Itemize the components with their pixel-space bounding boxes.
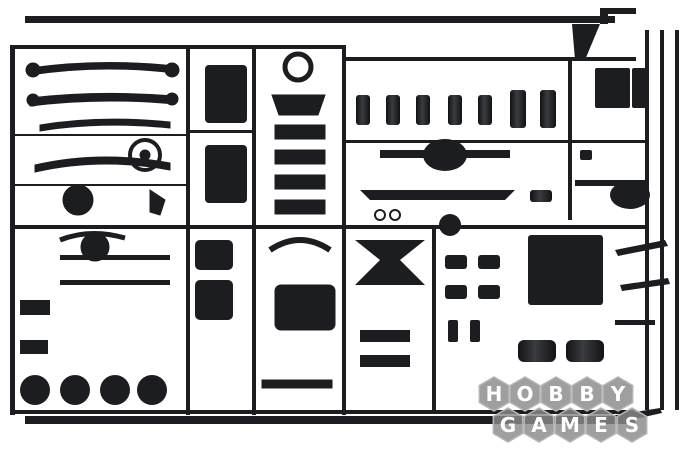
watermark-letter: A — [531, 413, 547, 437]
sprue-frame — [10, 8, 679, 424]
battery-box-parts — [575, 68, 650, 209]
watermark-letter: B — [579, 382, 594, 406]
watermark-letter: M — [560, 413, 580, 437]
fuel-tank-parts — [190, 65, 252, 320]
watermark-letter: E — [594, 413, 608, 437]
watermark-games-letter-5: S — [616, 407, 648, 443]
watermark-hex-shape — [509, 376, 541, 412]
watermark-letter: G — [500, 413, 516, 437]
watermark-hex-shape — [492, 407, 524, 443]
watermark-games-letter-2: A — [523, 407, 555, 443]
watermark-hex-shape — [602, 376, 634, 412]
watermark-hex-shape — [616, 407, 648, 443]
watermark-hobby-letter-2: O — [509, 376, 541, 412]
watermark-letter: O — [516, 382, 533, 406]
watermark-hex-shape — [540, 376, 572, 412]
watermark-games-letter-1: G — [492, 407, 524, 443]
watermark-hex-shape — [571, 376, 603, 412]
watermark-hobby-letter-4: B — [571, 376, 603, 412]
watermark-hex-shape — [554, 407, 586, 443]
watermark-letter: S — [625, 413, 639, 437]
watermark-letter: B — [548, 382, 563, 406]
watermark-games-letter-4: E — [585, 407, 617, 443]
wheel-hub-parts — [20, 230, 170, 405]
leaf-spring-parts-upper — [15, 61, 186, 262]
watermark-letter: H — [486, 382, 503, 406]
chassis-crossmember-parts — [261, 51, 336, 389]
suspension-parts-lower — [355, 240, 500, 367]
watermark-hex-shape — [478, 376, 510, 412]
watermark-hex-shape — [523, 407, 555, 443]
watermark-hex-shape — [585, 407, 617, 443]
watermark-games-letter-3: M — [554, 407, 586, 443]
air-tank-parts — [356, 90, 556, 236]
cab-support-parts — [518, 235, 670, 362]
watermark-letter: Y — [610, 382, 626, 406]
watermark-hobby-letter-5: Y — [602, 376, 634, 412]
watermark-hobby-letter-1: H — [478, 376, 510, 412]
watermark-hobby-letter-3: B — [540, 376, 572, 412]
